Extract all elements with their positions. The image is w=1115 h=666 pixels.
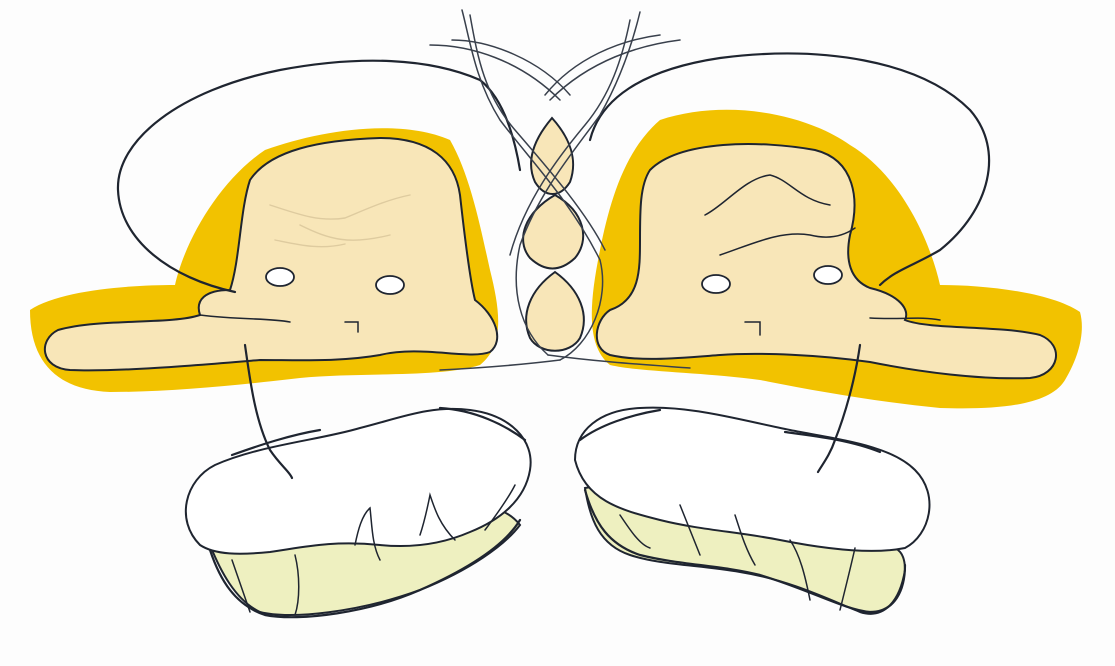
left-nucleus-b: [376, 276, 404, 294]
right-nucleus-b: [814, 266, 842, 284]
right-nucleus-a: [702, 275, 730, 293]
left-cerebellar-lobe: [186, 345, 531, 617]
left-nucleus-a: [266, 268, 294, 286]
midline-chiasm: [523, 118, 584, 351]
left-cream-body: [45, 138, 497, 370]
